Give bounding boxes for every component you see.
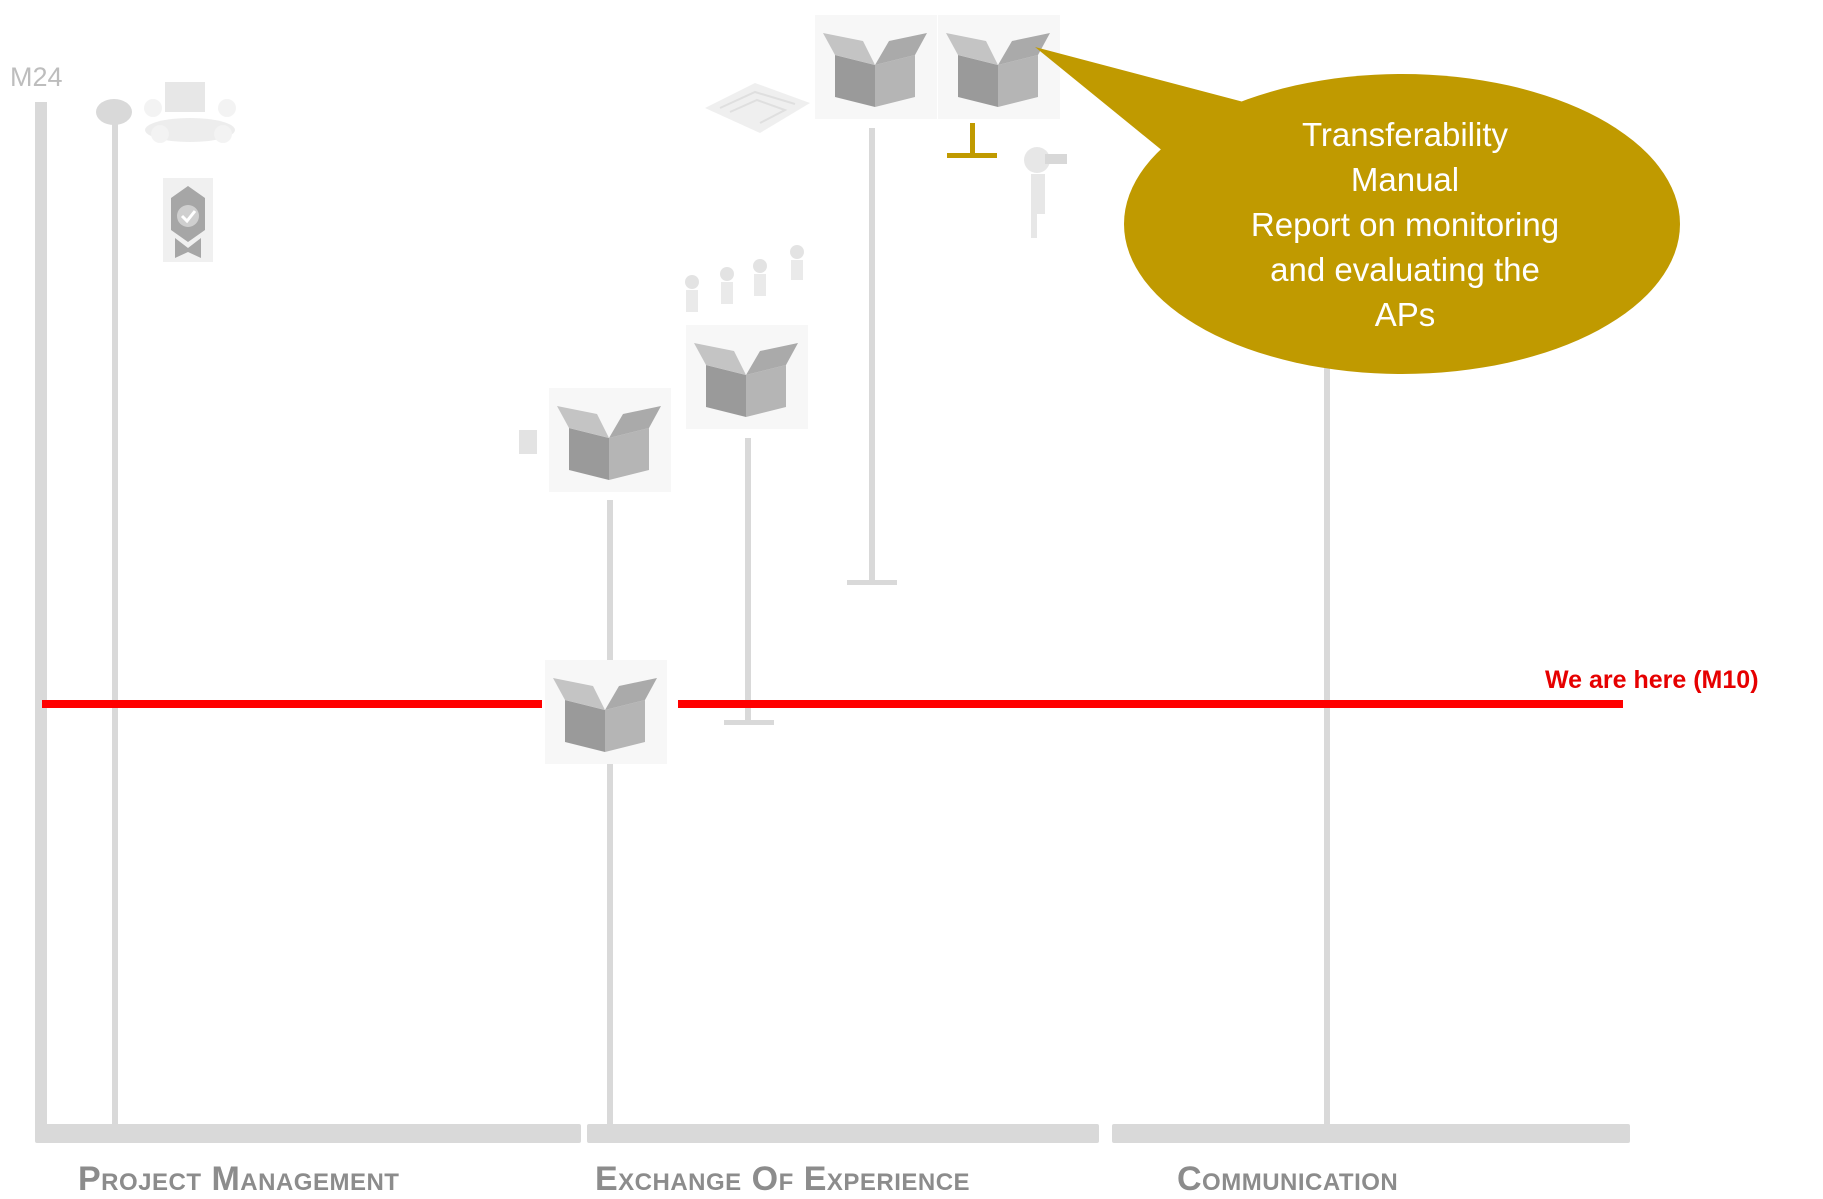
current-position-line-left <box>42 700 542 708</box>
exchange-timeline-3 <box>869 128 875 580</box>
project-management-timeline <box>112 118 118 1126</box>
callout-text: Transferability Manual Report on monitor… <box>1195 112 1615 337</box>
deliverable-box-icon <box>938 15 1060 119</box>
vertical-time-axis <box>35 102 47 1132</box>
callout-line: Manual <box>1350 161 1460 198</box>
deliverable-box-icon <box>549 388 671 492</box>
exchange-timeline-2 <box>745 438 751 723</box>
milestone-dot-icon <box>96 99 132 125</box>
lane-axis-communication <box>1112 1124 1630 1143</box>
small-document-icon <box>519 430 537 454</box>
callout-bubble <box>1035 47 1680 374</box>
highlighted-timeline-end-tick <box>947 153 997 158</box>
exchange-timeline-2-end-tick <box>724 720 774 725</box>
quality-badge-icon <box>163 178 213 262</box>
exchange-timeline-1 <box>607 500 613 1125</box>
lane-axis-project-management <box>35 1124 581 1143</box>
lane-label-communication: Communication <box>1177 1160 1399 1198</box>
deliverable-box-icon <box>545 660 667 764</box>
team-people-icon <box>685 245 804 312</box>
callout-line: Transferability <box>1301 116 1508 153</box>
callout-line: APs <box>1374 296 1436 333</box>
current-position-line-right <box>678 700 1623 708</box>
deliverable-box-icon <box>686 325 808 429</box>
figure-binoculars-icon <box>1024 147 1067 238</box>
current-position-label: We are here (M10) <box>1545 666 1759 694</box>
deliverable-box-icon <box>815 15 937 119</box>
maze-icon <box>705 83 810 133</box>
highlighted-timeline-stub <box>970 123 975 155</box>
axis-top-label: M24 <box>10 62 63 92</box>
lane-label-exchange-of-experience: Exchange Of Experience <box>595 1160 971 1198</box>
meeting-table-icon <box>144 82 236 143</box>
exchange-timeline-3-end-tick <box>847 580 897 585</box>
callout-line: and evaluating the <box>1270 251 1540 288</box>
callout-line: Report on monitoring <box>1250 206 1560 243</box>
lane-axis-exchange-of-experience <box>587 1124 1099 1143</box>
communication-timeline <box>1324 350 1330 1126</box>
lane-label-project-management: Project Management <box>78 1160 400 1198</box>
